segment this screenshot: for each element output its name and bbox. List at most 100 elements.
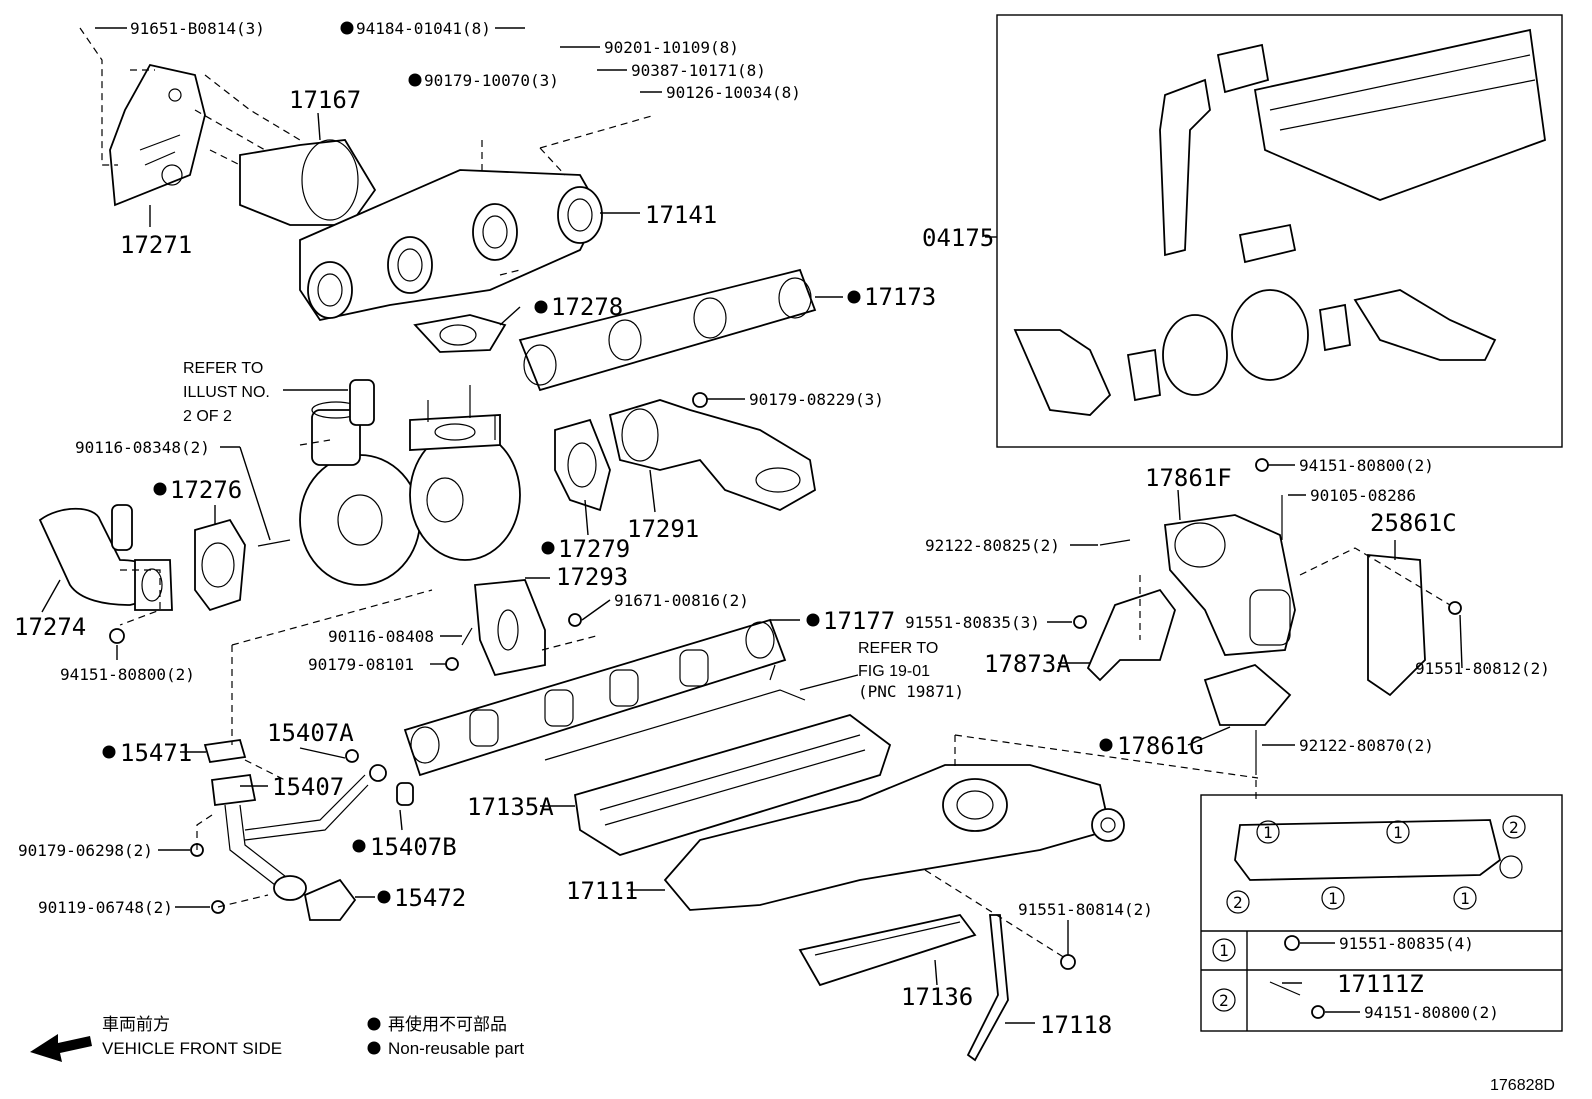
inset-num-1b: 1 xyxy=(1393,823,1403,842)
intake-pipe-drawing xyxy=(38,504,173,611)
note-refer-fig-line2: FIG 19-01 xyxy=(858,663,930,680)
figure-id: 176828D xyxy=(1490,1077,1555,1094)
gasket-17177-drawing xyxy=(403,618,787,777)
label-17111: 17111 xyxy=(566,877,638,905)
label-15407: 15407 xyxy=(272,773,344,801)
label-15407a: 15407A xyxy=(267,719,354,747)
gasket-17276-drawing xyxy=(194,518,246,612)
intake-pipe-17111-drawing xyxy=(663,764,1125,911)
label-90116-08348: 90116-08348(2) xyxy=(75,438,210,457)
label-91551-80814: 91551-80814(2) xyxy=(1018,900,1153,919)
label-17274: 17274 xyxy=(14,613,86,641)
pipe-17118-drawing xyxy=(966,914,1009,1062)
bracket-17293-drawing xyxy=(474,579,546,677)
inset-callout-numbers: 1 1 2 2 1 1 1 2 xyxy=(1219,818,1519,1010)
label-17276: 17276 xyxy=(170,476,242,504)
stud-drawing xyxy=(257,539,291,547)
bolt-drawing-7 xyxy=(1448,601,1462,615)
label-17861g: 17861G xyxy=(1117,732,1204,760)
note-refer-illust-line1: REFER TO xyxy=(183,360,263,377)
label-94184-01041: 94184-01041(8) xyxy=(356,19,491,38)
label-17141: 17141 xyxy=(645,201,717,229)
legend-dot-icon-2 xyxy=(367,1041,381,1055)
inset-detail xyxy=(1200,794,1563,1032)
inset-row-num-2: 2 xyxy=(1219,991,1229,1010)
bracket-17873a-drawing xyxy=(1086,588,1176,682)
stud-drawing-3 xyxy=(1099,539,1131,546)
inset-num-2b: 2 xyxy=(1233,893,1243,912)
gasket-17278-drawing xyxy=(413,314,507,353)
label-15471: 15471 xyxy=(120,739,192,767)
leader-lines xyxy=(41,27,1463,1024)
part-labels: 17271 17167 17141 17278 17173 04175 1727… xyxy=(14,86,1457,1039)
label-90179-08229: 90179-08229(3) xyxy=(749,390,884,409)
bolt-drawing-6 xyxy=(1073,615,1087,629)
intake-manifold-drawing xyxy=(573,714,892,856)
label-94151-80800-left: 94151-80800(2) xyxy=(60,665,195,684)
nut-drawing-3 xyxy=(445,657,459,671)
nut-drawing-5 xyxy=(1255,458,1269,472)
label-90116-08408: 90116-08408 xyxy=(328,627,434,646)
note-refer-illust-line2: ILLUST NO. xyxy=(183,384,270,401)
exhaust-pipe-drawing xyxy=(608,399,816,511)
label-90179-06298: 90179-06298(2) xyxy=(18,841,153,860)
gasket-17173-drawing xyxy=(518,268,817,392)
egr-pipe-drawing xyxy=(203,738,369,901)
label-90201-10109: 90201-10109(8) xyxy=(604,38,739,57)
inset-num-2a: 2 xyxy=(1509,818,1519,837)
label-15472: 15472 xyxy=(394,884,466,912)
note-refer-illust-line3: 2 OF 2 xyxy=(183,408,232,425)
inset-num-1d: 1 xyxy=(1460,889,1470,908)
exhaust-manifold-drawing xyxy=(299,169,603,322)
label-17136: 17136 xyxy=(901,983,973,1011)
plug-drawing xyxy=(396,782,414,806)
legend-nonreuse-jp: 再使用不可部品 xyxy=(388,1014,507,1034)
bolt-drawing-3 xyxy=(345,749,359,763)
label-90387-10171: 90387-10171(8) xyxy=(631,61,766,80)
label-17173: 17173 xyxy=(864,283,936,311)
note-refer-fig-line1: REFER TO xyxy=(858,640,938,657)
nut-drawing-2 xyxy=(692,392,708,408)
label-25861c: 25861C xyxy=(1370,509,1457,537)
inset-num-1a: 1 xyxy=(1263,823,1273,842)
legend-front-en: VEHICLE FRONT SIDE xyxy=(102,1039,282,1058)
bolt-drawing xyxy=(568,613,582,627)
label-04175: 04175 xyxy=(922,224,994,252)
label-90179-08101: 90179-08101 xyxy=(308,655,414,674)
heat-insulator-drawing xyxy=(109,63,206,207)
assembly-04175-frame xyxy=(996,14,1563,448)
reference-notes: REFER TO ILLUST NO. 2 OF 2 REFER TO FIG … xyxy=(183,360,964,701)
legend-dot-icon-1 xyxy=(367,1017,381,1031)
turbo-insulator-drawing xyxy=(239,139,377,226)
label-90105-08286: 90105-08286 xyxy=(1310,486,1416,505)
label-90119-06748: 90119-06748(2) xyxy=(38,898,173,917)
legend-nonreuse-en: Non-reusable part xyxy=(388,1039,524,1058)
label-17291: 17291 xyxy=(627,515,699,543)
assembly-dashed-lines xyxy=(79,27,1451,959)
gasket-17279-drawing xyxy=(554,418,611,512)
label-17135a: 17135A xyxy=(467,793,554,821)
label-91651-b0814: 91651-B0814(3) xyxy=(130,19,265,38)
label-17271: 17271 xyxy=(120,231,192,259)
label-94151-80800-inset: 94151-80800(2) xyxy=(1364,1003,1499,1022)
label-17861f: 17861F xyxy=(1145,464,1232,492)
label-17279: 17279 xyxy=(558,535,630,563)
nut-drawing xyxy=(109,628,125,644)
label-90126-10034: 90126-10034(8) xyxy=(666,83,801,102)
gasket-17861g-drawing xyxy=(1203,663,1292,726)
label-92122-80870: 92122-80870(2) xyxy=(1299,736,1434,755)
label-17118: 17118 xyxy=(1040,1011,1112,1039)
stud-drawing-2 xyxy=(461,627,473,646)
wire-gasket-drawing xyxy=(544,664,806,761)
inset-row-num-1: 1 xyxy=(1219,941,1229,960)
label-17167: 17167 xyxy=(289,86,361,114)
inset-num-1c: 1 xyxy=(1328,889,1338,908)
legend-front-jp: 車両前方 xyxy=(102,1015,170,1034)
label-91551-80835-4: 91551-80835(4) xyxy=(1339,934,1474,953)
gasket-15472-drawing xyxy=(303,878,357,921)
label-91551-80812: 91551-80812(2) xyxy=(1415,659,1550,678)
label-17873a: 17873A xyxy=(984,650,1071,678)
label-90179-10070: 90179-10070(3) xyxy=(424,71,559,90)
